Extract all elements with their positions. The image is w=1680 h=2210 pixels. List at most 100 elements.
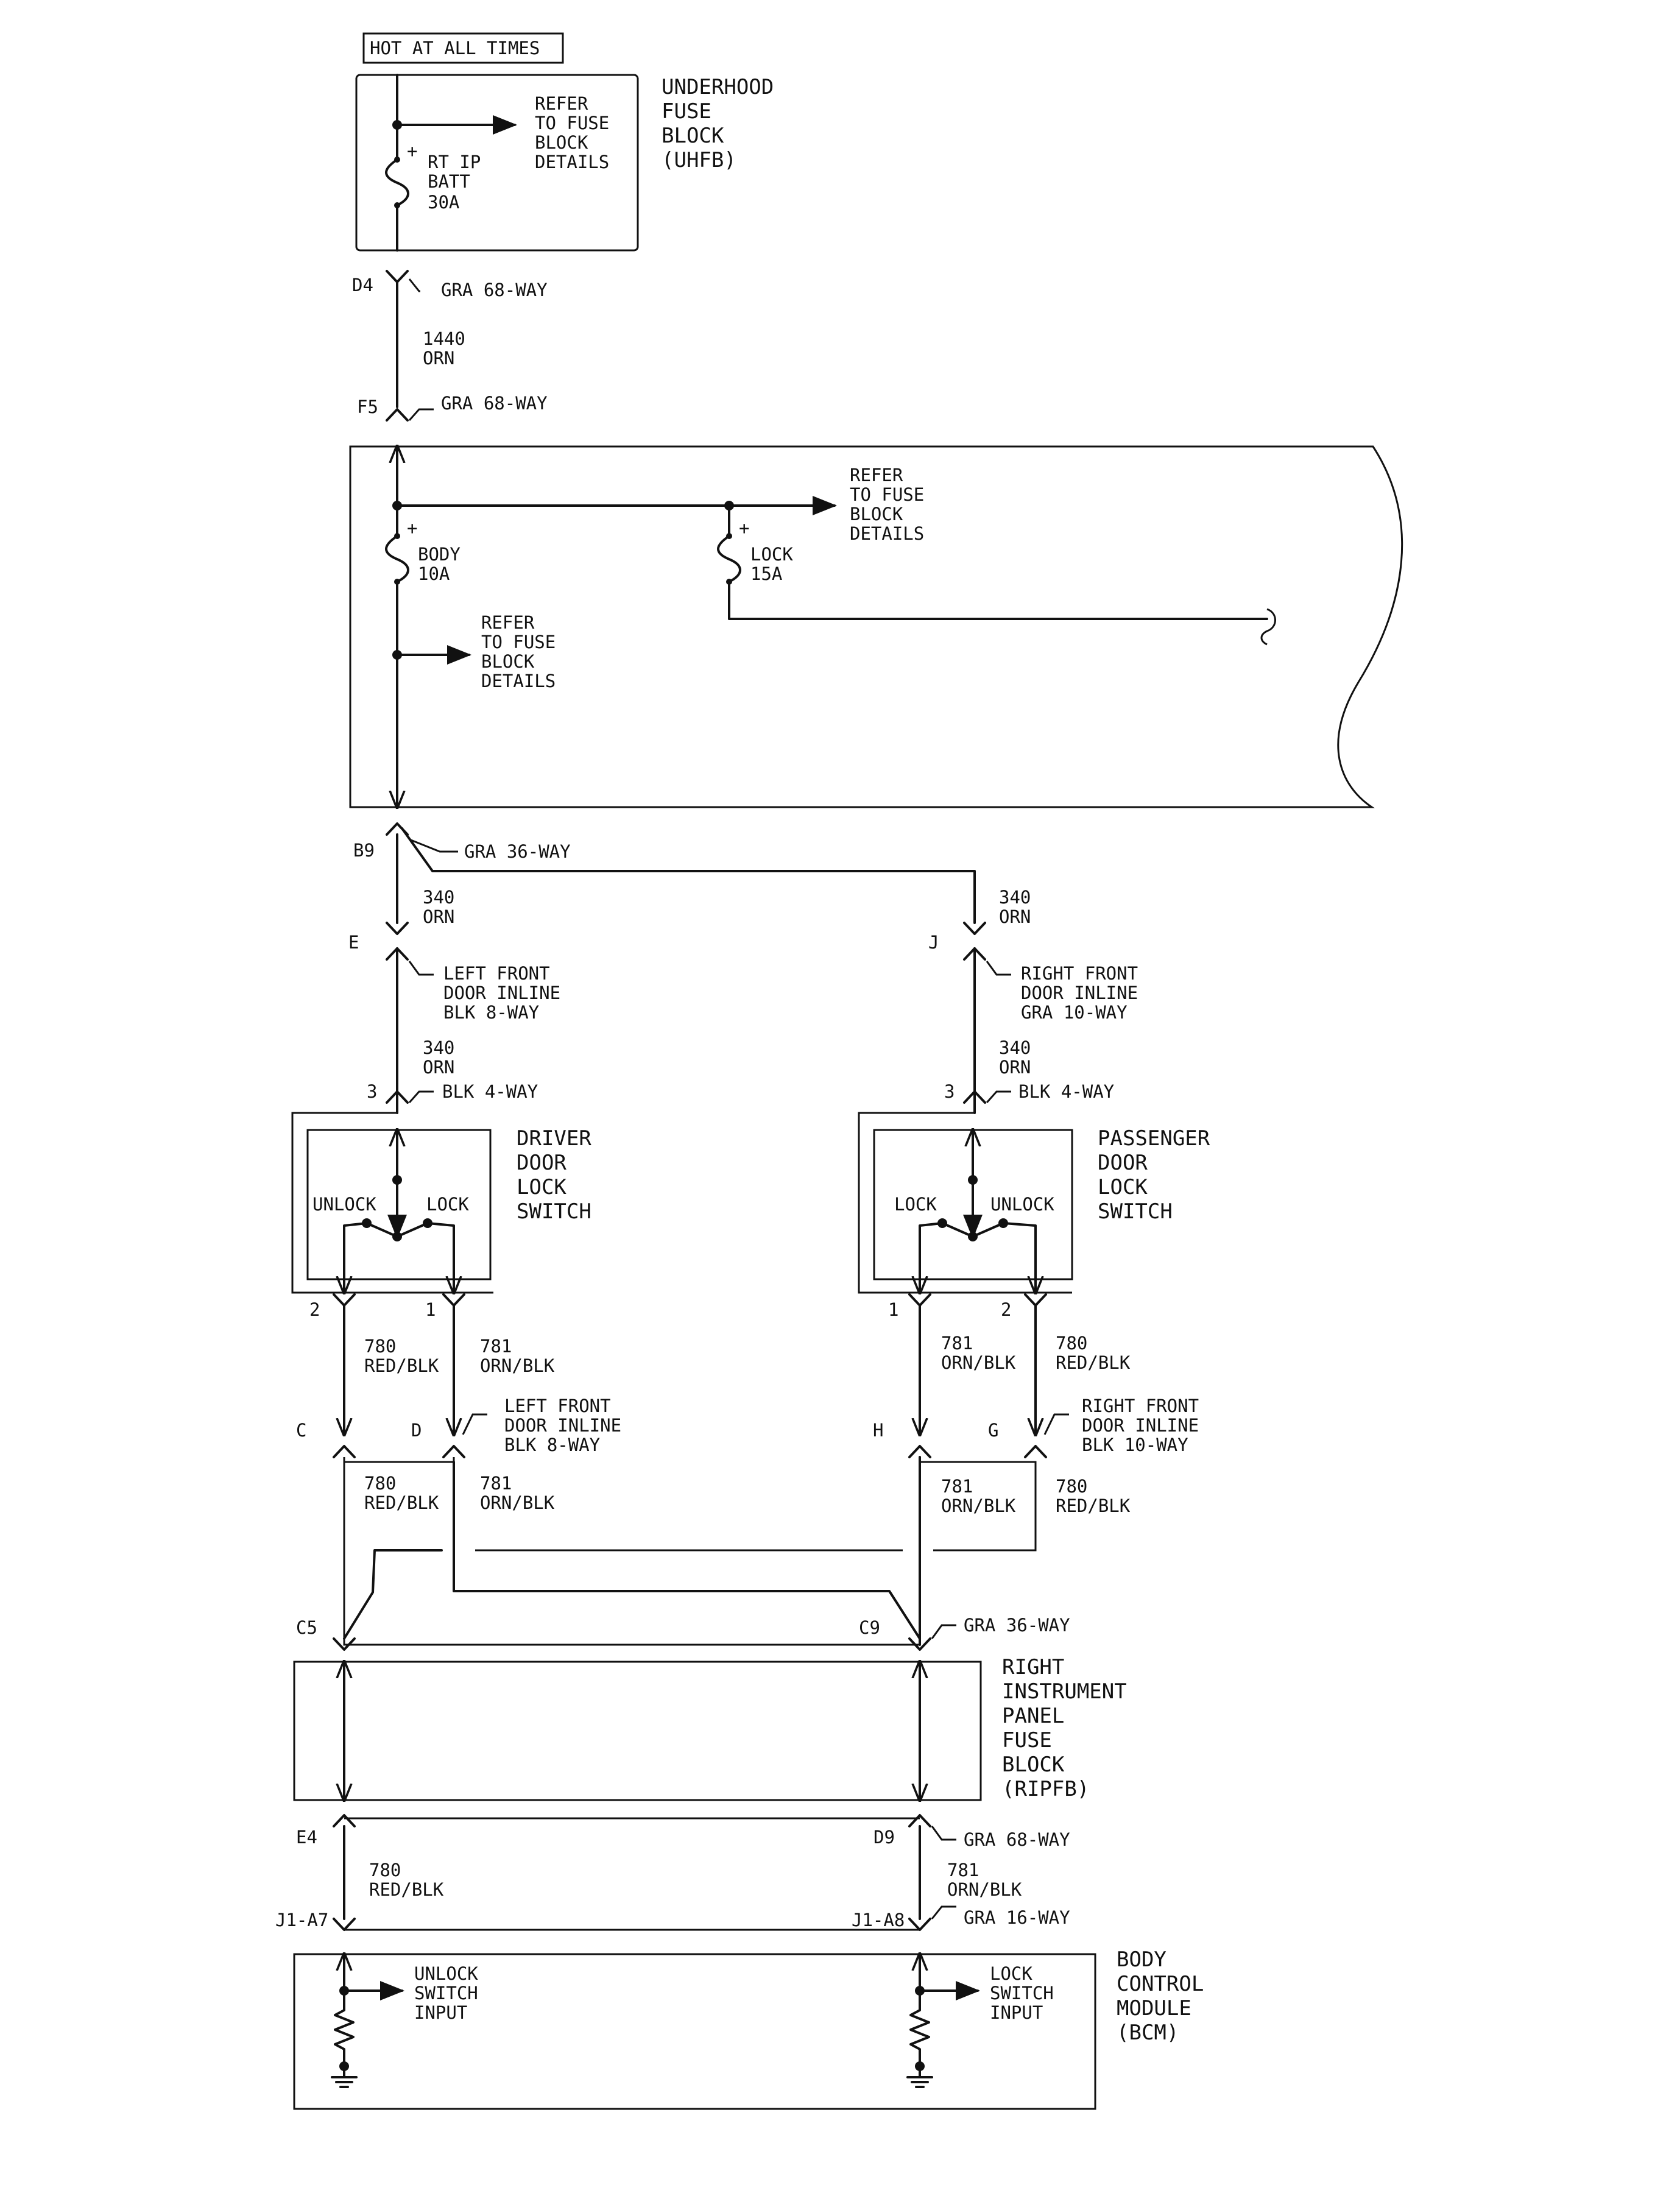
svg-text:GRA 68-WAY: GRA 68-WAY bbox=[441, 393, 548, 414]
svg-text:FUSE: FUSE bbox=[662, 99, 711, 124]
svg-text:DETAILS: DETAILS bbox=[481, 671, 556, 691]
svg-text:LEFT FRONT: LEFT FRONT bbox=[443, 963, 550, 984]
pin-c9: C9 bbox=[859, 1617, 880, 1638]
svg-text:780: 780 bbox=[1056, 1476, 1087, 1497]
svg-text:ORN: ORN bbox=[999, 906, 1031, 927]
svg-text:340: 340 bbox=[423, 1037, 454, 1058]
fuse-body-label: BODY bbox=[418, 544, 461, 565]
wire-340: B9 GRA 36-WAY 340 ORN 340 ORN bbox=[353, 822, 1031, 935]
pin-j: J bbox=[928, 932, 939, 953]
svg-text:DOOR: DOOR bbox=[1098, 1151, 1148, 1175]
svg-text:SWITCH: SWITCH bbox=[517, 1199, 591, 1224]
svg-text:780: 780 bbox=[369, 1860, 401, 1880]
pin-3-passenger: 3 bbox=[944, 1081, 955, 1102]
svg-text:LOCK: LOCK bbox=[517, 1175, 566, 1199]
svg-text:BLK 8-WAY: BLK 8-WAY bbox=[504, 1435, 600, 1455]
resistor-lock-symbol bbox=[909, 1989, 930, 2067]
wires-780-781-upper: 780 RED/BLK 781 ORN/BLK 781 ORN/BLK 780 … bbox=[296, 1304, 1199, 1455]
svg-text:(RIPFB): (RIPFB) bbox=[1002, 1777, 1089, 1801]
ground-icon-unlock bbox=[331, 2076, 358, 2088]
svg-text:RIGHT: RIGHT bbox=[1002, 1655, 1064, 1679]
svg-text:BLOCK: BLOCK bbox=[535, 132, 588, 153]
svg-text:GRA 36-WAY: GRA 36-WAY bbox=[464, 841, 571, 862]
unlock-contact-label-passenger: UNLOCK bbox=[990, 1194, 1054, 1215]
svg-text:RED/BLK: RED/BLK bbox=[364, 1355, 439, 1376]
svg-text:DOOR INLINE: DOOR INLINE bbox=[504, 1415, 621, 1436]
svg-text:BLOCK: BLOCK bbox=[662, 124, 724, 148]
svg-text:RED/BLK: RED/BLK bbox=[364, 1492, 439, 1513]
pin-2-passenger: 2 bbox=[1001, 1299, 1011, 1320]
svg-text:GRA 68-WAY: GRA 68-WAY bbox=[964, 1829, 1070, 1850]
svg-text:REFER: REFER bbox=[535, 93, 588, 114]
svg-text:INPUT: INPUT bbox=[990, 2002, 1043, 2023]
pin-d4: D4 bbox=[352, 275, 373, 295]
svg-text:TO FUSE: TO FUSE bbox=[850, 484, 924, 505]
svg-text:ORN: ORN bbox=[423, 348, 454, 369]
svg-text:RED/BLK: RED/BLK bbox=[1056, 1495, 1131, 1516]
underhood-fuse-block: + RT IP BATT 30A REFER TO FUSE BLOCK DET… bbox=[355, 74, 639, 252]
pin-e4: E4 bbox=[296, 1827, 317, 1848]
svg-text:FUSE: FUSE bbox=[1002, 1728, 1052, 1753]
svg-text:DOOR INLINE: DOOR INLINE bbox=[1082, 1415, 1199, 1436]
ip-fuse-block: + BODY 10A + LOCK 15A REFER TO FUSE BLOC… bbox=[349, 447, 1403, 807]
pin-g: G bbox=[988, 1420, 998, 1441]
pin-f5: F5 bbox=[357, 397, 378, 417]
svg-text:ORN/BLK: ORN/BLK bbox=[947, 1879, 1022, 1900]
svg-text:BLOCK: BLOCK bbox=[481, 651, 535, 672]
lock-contact-label-passenger: LOCK bbox=[894, 1194, 937, 1215]
svg-text:LEFT FRONT: LEFT FRONT bbox=[504, 1396, 611, 1416]
unlock-contact-label: UNLOCK bbox=[312, 1194, 376, 1215]
svg-text:LOCK: LOCK bbox=[990, 1963, 1032, 1984]
pin-d9: D9 bbox=[874, 1827, 895, 1848]
uhfb-title: UNDERHOOD FUSE BLOCK (UHFB) bbox=[662, 75, 774, 172]
svg-text:781: 781 bbox=[941, 1476, 973, 1497]
svg-text:PANEL: PANEL bbox=[1002, 1704, 1064, 1728]
svg-text:DOOR INLINE: DOOR INLINE bbox=[1021, 983, 1138, 1003]
svg-text:1440: 1440 bbox=[423, 328, 465, 349]
svg-text:REFER: REFER bbox=[481, 612, 535, 633]
pin-1-passenger: 1 bbox=[888, 1299, 898, 1320]
svg-text:RED/BLK: RED/BLK bbox=[1056, 1352, 1131, 1373]
svg-text:BLOCK: BLOCK bbox=[850, 504, 903, 524]
pin-c: C bbox=[296, 1420, 306, 1441]
svg-text:781: 781 bbox=[947, 1860, 979, 1880]
fuse-lock-label: LOCK bbox=[750, 544, 793, 565]
svg-text:780: 780 bbox=[364, 1336, 396, 1357]
svg-text:GRA 36-WAY: GRA 36-WAY bbox=[964, 1615, 1070, 1636]
pin-e: E bbox=[348, 932, 359, 953]
svg-text:MODULE: MODULE bbox=[1117, 1996, 1191, 2021]
svg-text:ORN: ORN bbox=[423, 1057, 454, 1078]
fuse-rt-ip-batt-symbol bbox=[385, 158, 409, 207]
svg-text:(UHFB): (UHFB) bbox=[662, 148, 736, 172]
pin-j1-a7: J1-A7 bbox=[275, 1910, 328, 1930]
svg-text:INPUT: INPUT bbox=[414, 2002, 467, 2023]
pin-3-driver: 3 bbox=[367, 1081, 377, 1102]
passenger-door-lock-switch: 3 BLK 4-WAY LOCK UNLOCK 1 2 PASSENGER DO… bbox=[858, 1081, 1210, 1320]
svg-text:DETAILS: DETAILS bbox=[850, 523, 924, 544]
fuse-batt-label: BATT bbox=[428, 171, 470, 192]
fuse-rt-ip-label: RT IP bbox=[428, 152, 481, 172]
svg-text:BLOCK: BLOCK bbox=[1002, 1753, 1065, 1777]
svg-text:GRA 16-WAY: GRA 16-WAY bbox=[964, 1907, 1070, 1928]
svg-text:ORN: ORN bbox=[423, 906, 454, 927]
svg-text:DETAILS: DETAILS bbox=[535, 152, 609, 172]
svg-text:INSTRUMENT: INSTRUMENT bbox=[1002, 1679, 1127, 1704]
wires-to-bcm: E4 D9 GRA 68-WAY 780 RED/BLK 781 ORN/BLK… bbox=[275, 1814, 1070, 1931]
svg-text:ORN: ORN bbox=[999, 1057, 1031, 1078]
svg-text:BLK 10-WAY: BLK 10-WAY bbox=[1082, 1435, 1188, 1455]
lock-contact-label: LOCK bbox=[426, 1194, 469, 1215]
svg-text:340: 340 bbox=[999, 1037, 1031, 1058]
svg-text:LOCK: LOCK bbox=[1098, 1175, 1148, 1199]
svg-text:BLK 4-WAY: BLK 4-WAY bbox=[442, 1081, 538, 1102]
pin-2-driver: 2 bbox=[309, 1299, 320, 1320]
svg-text:BLK 4-WAY: BLK 4-WAY bbox=[1018, 1081, 1114, 1102]
svg-text:780: 780 bbox=[1056, 1333, 1087, 1354]
wire-1440: D4 GRA 68-WAY 1440 ORN F5 GRA 68-WAY bbox=[352, 270, 548, 422]
svg-text:UNDERHOOD: UNDERHOOD bbox=[662, 75, 774, 99]
svg-text:BODY: BODY bbox=[1117, 1947, 1166, 1972]
hot-at-all-times-label: HOT AT ALL TIMES bbox=[362, 32, 564, 64]
svg-text:+: + bbox=[407, 518, 417, 538]
svg-text:UNLOCK: UNLOCK bbox=[414, 1963, 478, 1984]
svg-text:15A: 15A bbox=[750, 563, 782, 584]
